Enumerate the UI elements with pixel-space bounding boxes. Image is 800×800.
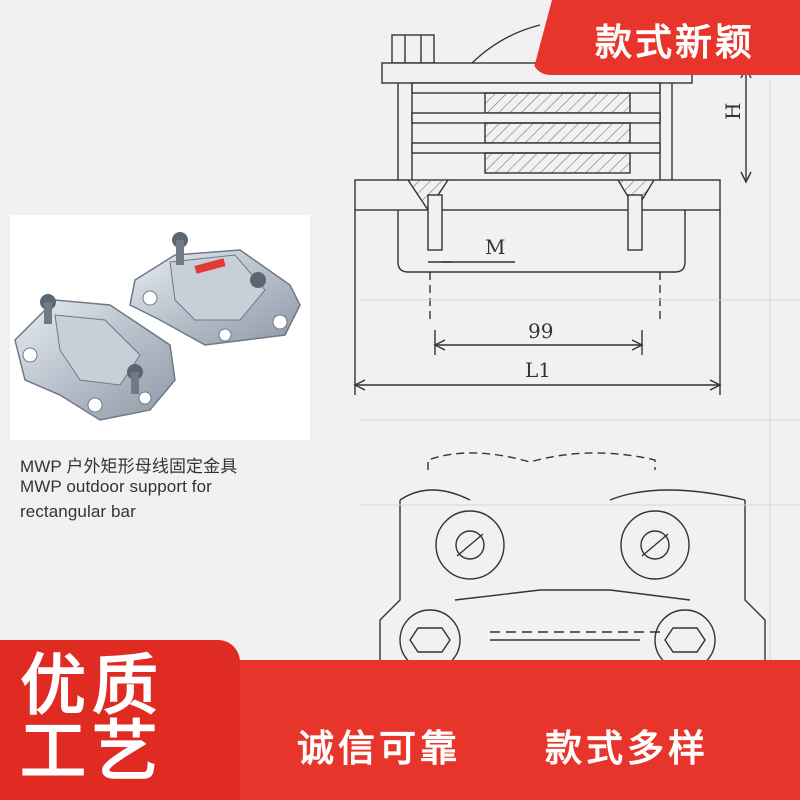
slogan-variety: 款式多样 <box>545 727 709 770</box>
dim-label-m: M <box>485 235 505 259</box>
bottom-left-badge <box>0 640 240 800</box>
product-caption-en-line1: MWP outdoor support for <box>20 477 212 496</box>
dim-label-l1: L1 <box>525 358 551 382</box>
badge-text-line2: 工艺 <box>20 713 164 790</box>
product-photo <box>14 232 301 421</box>
plan-view <box>379 452 766 671</box>
dim-label-h: H <box>721 103 745 120</box>
elevation-view <box>353 24 752 395</box>
top-banner-text: 款式新颖 <box>595 21 755 64</box>
top-banner <box>532 0 800 75</box>
product-caption-cn: MWP 户外矩形母线固定金具 <box>20 457 238 476</box>
product-caption-en-line2: rectangular bar <box>20 502 136 521</box>
dim-label-99: 99 <box>528 319 553 343</box>
badge-text-line1: 优质 <box>20 647 164 724</box>
slogan-reliable: 诚信可靠 <box>297 727 461 770</box>
background-table <box>360 80 800 660</box>
